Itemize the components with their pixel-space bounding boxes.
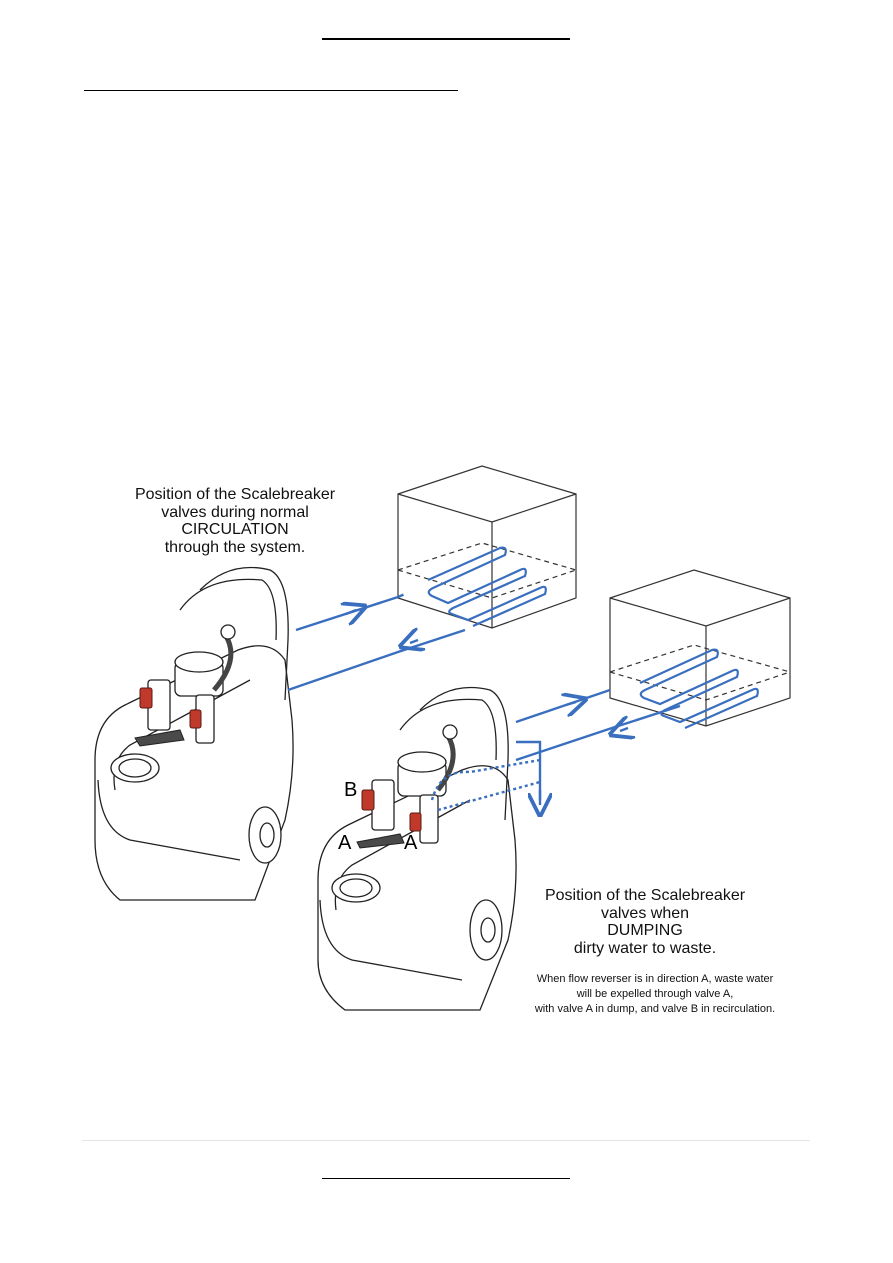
radiator-box-lower [609, 569, 791, 727]
footer-rule [322, 1178, 570, 1179]
dumping-caption: Position of the Scalebreaker valves when… [495, 887, 795, 957]
valve-a-label: A [404, 832, 418, 854]
caption-line: dirty water to waste. [573, 939, 717, 957]
scalebreaker-unit-circulation [94, 566, 294, 901]
caption-line: Position of the Scalebreaker [544, 887, 746, 904]
caption-line: through the system. [164, 538, 306, 556]
radiator-box-upper [397, 465, 577, 629]
note-line: with valve A in dump, and valve B in rec… [534, 1002, 776, 1015]
heating-coil-upper [427, 546, 547, 628]
caption-line: valves when [600, 904, 690, 922]
caption-line: CIRCULATION [181, 521, 289, 539]
caption-line: valves during normal [161, 503, 309, 521]
caption-line: Position of the Scalebreaker [134, 486, 336, 503]
circulation-pipes [287, 592, 466, 692]
valve-b-label: B [344, 779, 358, 801]
header-rule [322, 38, 570, 40]
circulation-caption: Position of the Scalebreaker valves duri… [70, 486, 400, 556]
note-line: When flow reverser is in direction A, wa… [536, 973, 774, 985]
scalebreaker-unit-dumping [317, 686, 517, 1011]
note-line: will be expelled through valve A, [576, 987, 734, 1000]
flow-reverser-note: When flow reverser is in direction A, wa… [485, 972, 825, 1017]
flow-reverser-handle-dumping [356, 833, 405, 849]
dumping-pipes [430, 688, 681, 810]
valves-circulation [139, 687, 202, 729]
caption-line: DUMPING [607, 922, 683, 940]
heating-coil-lower [639, 648, 759, 730]
section-heading-underline [84, 90, 458, 91]
valves-dumping [361, 789, 422, 832]
footer-divider [82, 1140, 810, 1141]
flow-reverser-handle-circulation [134, 729, 185, 747]
reverser-a-label: A [338, 832, 352, 854]
